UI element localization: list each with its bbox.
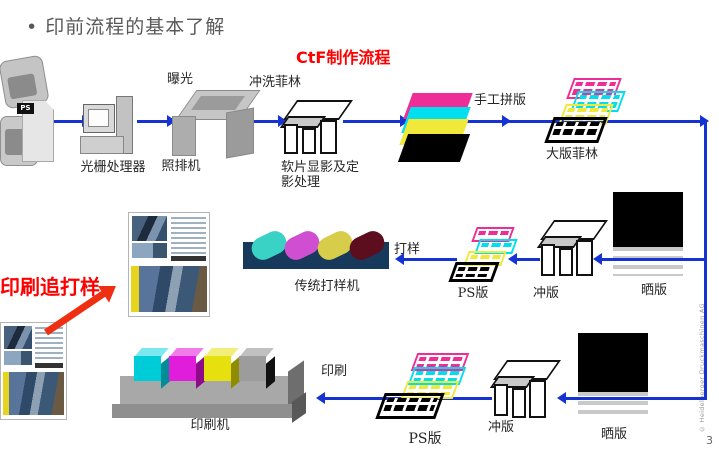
- printing-press-icon: [112, 342, 312, 426]
- plate-processor-table-icon: [535, 214, 609, 278]
- proof-spread-image-bottom: [0, 322, 67, 420]
- label-imagesetter: 照排机: [161, 159, 201, 174]
- label-film-process: 冲洗菲林: [248, 75, 301, 90]
- input-computers-icon: PS: [0, 54, 60, 171]
- page-number: 3: [706, 434, 713, 447]
- ps-plate-black-icon: [448, 262, 500, 282]
- label-expose: 曝光: [166, 72, 193, 87]
- large-film-black-icon: [544, 117, 608, 143]
- label-film-develop: 软片显影及定影处理: [281, 160, 360, 191]
- imagesetter-icon: [170, 86, 261, 159]
- label-press: 印刷机: [190, 418, 230, 433]
- film-processor-table-icon: [278, 94, 354, 156]
- rip-computer-icon: [80, 96, 138, 158]
- label-plate-burning-top: 晒版: [640, 283, 667, 298]
- ps-plate2-black-icon: [375, 393, 445, 419]
- title-text: 印前流程的基本了解: [45, 16, 226, 38]
- arrow-burn-to-processor: [508, 253, 540, 265]
- label-printing: 印刷: [320, 364, 347, 379]
- arrow-dev-to-films: [343, 115, 409, 127]
- label-manual-imposition: 手工拼版: [473, 93, 526, 108]
- label-plate-processing-top: 冲版: [532, 286, 559, 301]
- plate-burning2-frame-icon: [578, 333, 648, 392]
- proof-spread-image-top: [128, 212, 210, 317]
- plate-burning-frame-icon: [613, 192, 683, 247]
- ctf-subtitle: CtF制作流程: [296, 48, 391, 67]
- label-traditional-proofer: 传统打样机: [294, 279, 360, 294]
- page-title: • 印前流程的基本了解: [26, 12, 225, 39]
- plate-processor2-table-icon: [488, 354, 562, 420]
- label-plate-processing-bottom: 冲版: [487, 420, 514, 435]
- arrow-ps-to-proofer: [395, 253, 457, 265]
- label-rip: 光栅处理器: [80, 160, 146, 175]
- film-black-icon: [397, 134, 471, 162]
- label-plate-burning-bottom: 晒版: [600, 427, 627, 442]
- label-large-film: 大版菲林: [545, 147, 598, 162]
- arrow-imagesetter-to-dev: [243, 115, 287, 127]
- arrow-rip-to-imagesetter: [137, 115, 176, 127]
- bullet: •: [26, 16, 39, 38]
- plate-burning2-stripes-icon: [578, 392, 648, 419]
- label-ps-plate-bottom: PS版: [408, 431, 442, 447]
- arrow-films-to-largefilm: [467, 115, 511, 127]
- arrow-corner-to-burn2: [557, 392, 707, 404]
- plate-burning-stripes-icon: [613, 247, 683, 276]
- label-ps-plate-top: PS版: [457, 286, 489, 301]
- ps-badge: PS: [17, 103, 34, 114]
- press-proof-callout: 印刷追打样: [0, 275, 100, 299]
- arrow-to-plate-burning: [593, 253, 707, 265]
